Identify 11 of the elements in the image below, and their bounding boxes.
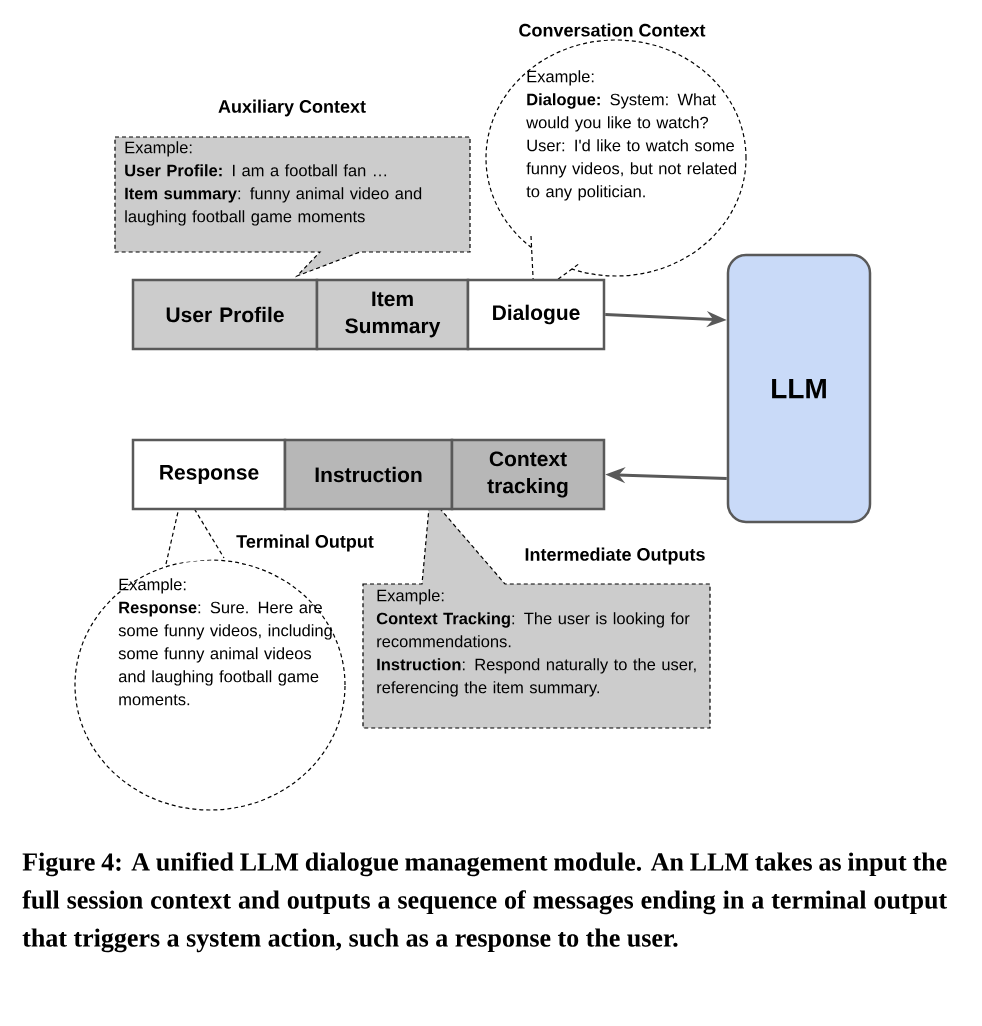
callout-heading: Auxiliary Context bbox=[218, 99, 366, 117]
segment-box: User Profile bbox=[131, 278, 319, 351]
callout-heading: Terminal Output bbox=[236, 534, 374, 552]
llm-box: LLM bbox=[726, 253, 872, 524]
callout-heading: Intermediate Outputs bbox=[525, 547, 705, 565]
callout-heading: Conversation Context bbox=[519, 23, 706, 37]
caption: Figure 4: A unified LLM dialogue management module. An LLM takes as input the full session context and outputs a sequence of messages ending in a terminal output that triggers a system action, such as a response to the user. bbox=[22, 852, 948, 953]
segment-box: Instruction bbox=[283, 438, 454, 511]
segment-box: Item Summary bbox=[315, 278, 470, 351]
speech-bubble: Example: Dialogue: System: What would you like to watch? User: I'd like to watch some funny videos, but not related to any politician. bbox=[485, 39, 747, 299]
segment-box: Context tracking bbox=[450, 438, 606, 511]
